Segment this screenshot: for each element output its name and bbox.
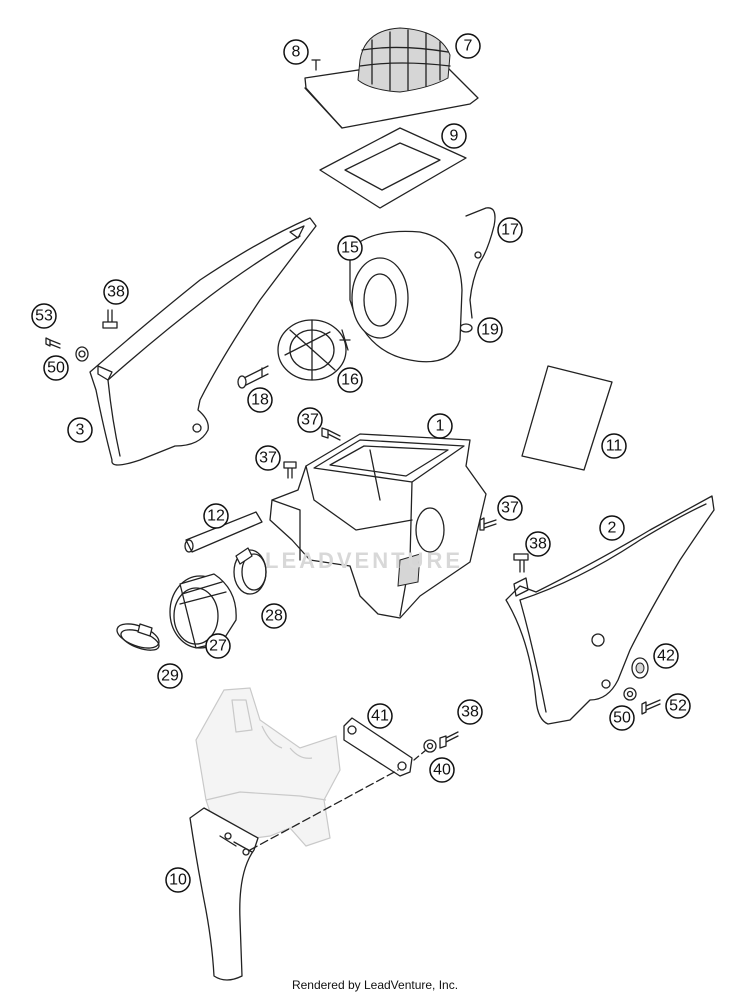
svg-text:28: 28 — [265, 608, 283, 625]
callout-42: 42 — [653, 643, 679, 669]
part-clamp-28 — [233, 547, 267, 595]
svg-text:18: 18 — [251, 392, 269, 409]
part-side-panel-right — [505, 495, 715, 725]
part-air-intake-cover — [304, 27, 479, 129]
part-washer-40 — [423, 739, 437, 753]
part-bolt-38-right — [513, 553, 529, 573]
part-nut-19 — [459, 323, 473, 333]
callout-52: 52 — [665, 693, 691, 719]
callout-40: 40 — [429, 757, 455, 783]
svg-text:37: 37 — [501, 500, 519, 517]
callout-50-a: 50 — [43, 355, 69, 381]
part-gasket — [319, 127, 467, 209]
callout-38-a: 38 — [103, 279, 129, 305]
part-bolt-37-a — [321, 427, 341, 441]
callout-38-c: 38 — [457, 699, 483, 725]
svg-text:11: 11 — [606, 438, 623, 455]
callout-37-c: 37 — [497, 495, 523, 521]
svg-text:7: 7 — [464, 38, 473, 55]
svg-text:9: 9 — [450, 128, 459, 145]
part-bolt-37-c — [479, 517, 497, 531]
callout-41: 41 — [367, 703, 393, 729]
part-grommet-42 — [631, 657, 649, 679]
part-intake-boot — [169, 573, 237, 649]
callout-8: 8 — [283, 39, 309, 65]
part-screw-8 — [311, 59, 321, 71]
callout-50-b: 50 — [609, 705, 635, 731]
callout-19: 19 — [477, 317, 503, 343]
svg-text:41: 41 — [371, 708, 389, 725]
part-bolt-38-bottom — [439, 731, 459, 749]
footer-credit: Rendered by LeadVenture, Inc. — [291, 978, 459, 992]
callout-27: 27 — [205, 633, 231, 659]
svg-text:19: 19 — [481, 322, 499, 339]
callout-11: 11 — [601, 433, 627, 459]
callout-12: 12 — [203, 503, 229, 529]
watermark-text: LEADVENTURE — [265, 548, 464, 573]
part-air-filter — [349, 230, 463, 363]
part-bolt-18 — [237, 365, 269, 389]
callout-1: 1 — [427, 413, 453, 439]
svg-text:10: 10 — [169, 872, 187, 889]
callout-38-b: 38 — [525, 531, 551, 557]
svg-text:3: 3 — [76, 422, 85, 439]
svg-text:53: 53 — [35, 308, 53, 325]
callout-37-a: 37 — [297, 407, 323, 433]
part-hose — [184, 511, 263, 553]
part-side-panel-left — [89, 217, 317, 466]
part-bolt-38-left — [102, 309, 118, 329]
callout-3: 3 — [67, 417, 93, 443]
svg-text:38: 38 — [107, 284, 125, 301]
callout-29: 29 — [157, 663, 183, 689]
callout-10: 10 — [165, 867, 191, 893]
svg-text:50: 50 — [47, 360, 65, 377]
svg-text:1: 1 — [436, 418, 445, 435]
svg-text:27: 27 — [209, 638, 227, 655]
callout-37-b: 37 — [255, 445, 281, 471]
svg-text:38: 38 — [461, 704, 479, 721]
part-washer-50-right — [623, 687, 637, 701]
svg-text:52: 52 — [669, 698, 687, 715]
callout-15: 15 — [337, 235, 363, 261]
callout-28: 28 — [261, 603, 287, 629]
part-bolt-52 — [641, 699, 661, 715]
svg-text:16: 16 — [341, 372, 359, 389]
svg-text:37: 37 — [259, 450, 277, 467]
part-wire-clip — [465, 207, 496, 319]
part-mud-flap — [189, 807, 259, 981]
callout-18: 18 — [247, 387, 273, 413]
svg-text:50: 50 — [613, 710, 631, 727]
callout-9: 9 — [441, 123, 467, 149]
part-bolt-53 — [45, 337, 61, 349]
svg-text:37: 37 — [301, 412, 319, 429]
svg-text:12: 12 — [207, 508, 225, 525]
svg-text:40: 40 — [433, 762, 451, 779]
svg-text:29: 29 — [161, 668, 179, 685]
part-filter-cage — [277, 319, 351, 381]
callout-2: 2 — [599, 515, 625, 541]
part-clamp-29 — [116, 623, 160, 651]
svg-text:17: 17 — [501, 222, 519, 239]
callout-7: 7 — [455, 33, 481, 59]
svg-text:42: 42 — [657, 648, 675, 665]
callout-16: 16 — [337, 367, 363, 393]
part-bolt-37-b — [283, 461, 297, 479]
part-bracket — [343, 717, 413, 777]
part-airbox — [269, 433, 487, 619]
callout-53: 53 — [31, 303, 57, 329]
svg-text:2: 2 — [608, 520, 617, 537]
callout-17: 17 — [497, 217, 523, 243]
svg-text:38: 38 — [529, 536, 547, 553]
part-grommet-50-left — [75, 346, 89, 362]
assembly-lines — [249, 749, 427, 851]
part-foam-plate — [521, 365, 613, 471]
svg-text:8: 8 — [292, 44, 301, 61]
svg-text:15: 15 — [341, 240, 359, 257]
